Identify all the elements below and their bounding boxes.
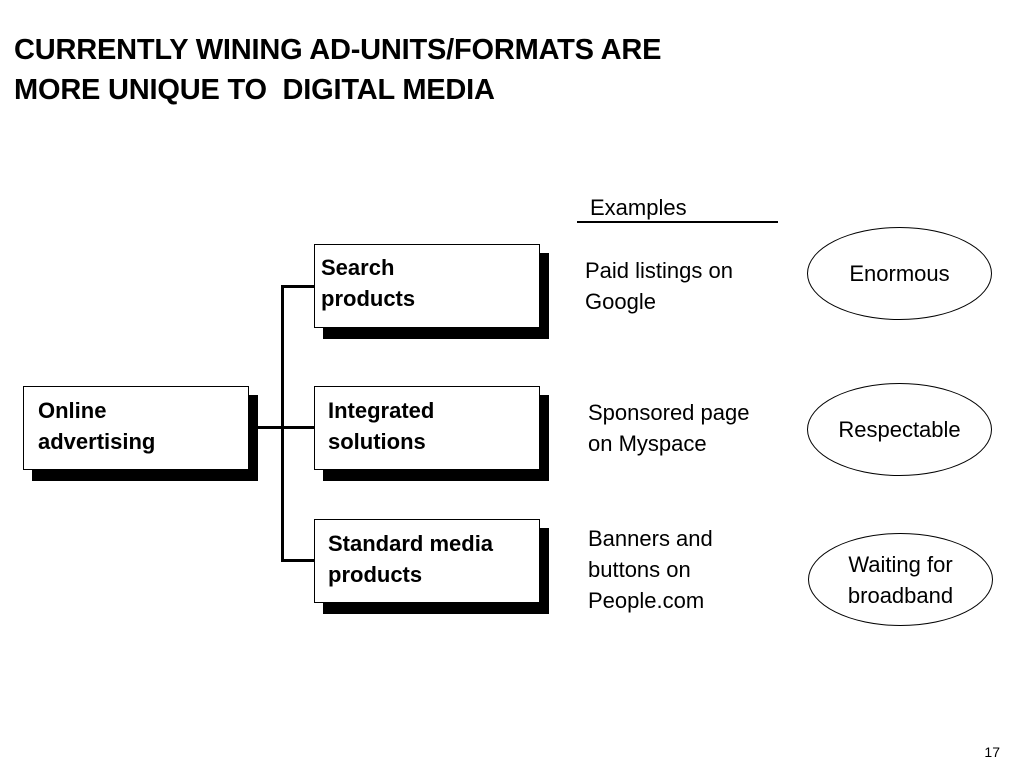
example-line: Google xyxy=(585,289,656,314)
example-standard: Banners and buttons on People.com xyxy=(588,523,713,616)
category-label-line-2: solutions xyxy=(328,429,426,454)
slide-title-line-1: CURRENTLY WINING AD-UNITS/FORMATS ARE xyxy=(14,34,662,66)
assessment-respectable: Respectable xyxy=(807,383,992,476)
assessment-line: Waiting for xyxy=(848,551,953,577)
category-label-line-1: Standard media xyxy=(328,531,494,556)
example-line: Paid listings on xyxy=(585,258,733,283)
example-integrated: Sponsored page on Myspace xyxy=(588,397,749,459)
category-standard-media-products: Standard media products xyxy=(314,519,540,603)
example-line: buttons on xyxy=(588,557,691,582)
connector-to-search xyxy=(281,285,315,288)
page-number: 17 xyxy=(984,744,1000,760)
example-line: Banners and xyxy=(588,526,713,551)
root-node-online-advertising: Online advertising xyxy=(23,386,249,470)
root-node-line-2: advertising xyxy=(38,429,156,454)
category-label-line-2: products xyxy=(328,562,423,587)
slide-title: CURRENTLY WINING AD-UNITS/FORMATS ARE MO… xyxy=(14,30,661,110)
example-line: on Myspace xyxy=(588,431,707,456)
category-label-line-1: Integrated xyxy=(328,398,435,423)
examples-underline xyxy=(577,221,778,223)
assessment-line: Respectable xyxy=(838,417,961,442)
connector-to-standard xyxy=(281,559,315,562)
category-label-line-2: products xyxy=(321,286,416,311)
connector-trunk-vertical xyxy=(281,285,284,561)
example-line: People.com xyxy=(588,588,705,613)
assessment-line: broadband xyxy=(847,582,954,608)
root-node-line-1: Online xyxy=(38,398,107,423)
example-line: Sponsored page xyxy=(588,400,750,425)
connector-to-integrated xyxy=(281,426,315,429)
example-search: Paid listings on Google xyxy=(585,255,733,317)
category-label-line-1: Search xyxy=(321,255,395,280)
assessment-enormous: Enormous xyxy=(807,227,992,320)
assessment-line: Enormous xyxy=(849,261,950,286)
assessment-waiting-for-broadband: Waiting for broadband xyxy=(808,533,993,626)
examples-header: Examples xyxy=(590,195,687,220)
slide-title-line-2: MORE UNIQUE TO DIGITAL MEDIA xyxy=(14,74,495,106)
category-integrated-solutions: Integrated solutions xyxy=(314,386,540,470)
category-search-products: Search products xyxy=(314,244,540,328)
connector-root-to-trunk xyxy=(258,426,282,429)
